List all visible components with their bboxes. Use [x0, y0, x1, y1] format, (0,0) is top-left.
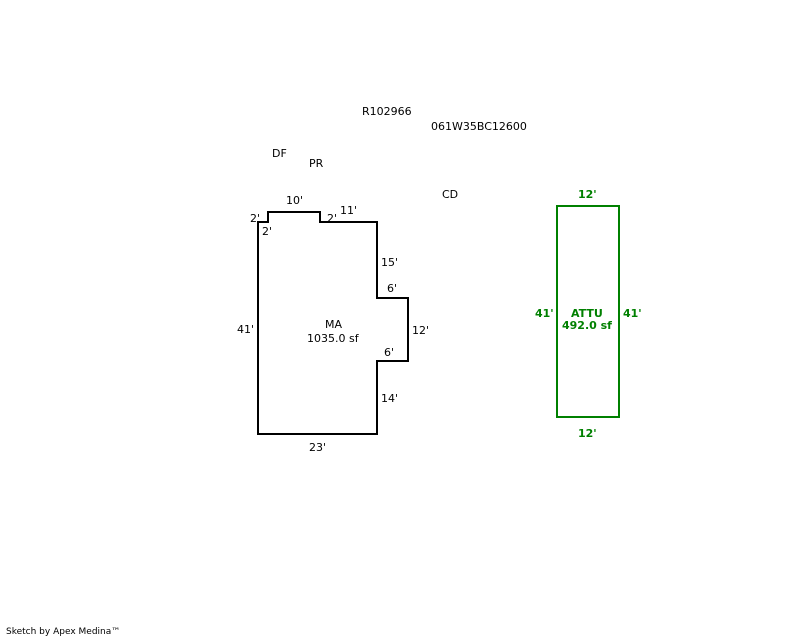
parcel-id: R102966: [362, 105, 412, 118]
label-cd: CD: [442, 188, 458, 201]
main-area-outline[interactable]: [257, 211, 409, 435]
footer-credit: Sketch by Apex Medina™: [6, 627, 121, 637]
main-area-name: MA: [325, 318, 342, 331]
dim-step-left: 2': [250, 212, 260, 225]
attu-outline[interactable]: [556, 205, 620, 418]
map-number: 061W35BC12600: [431, 120, 527, 133]
dim-bump-side: 12': [412, 324, 429, 337]
dim-step-left-inner: 2': [262, 225, 272, 238]
dim-bump-bottom: 6': [384, 346, 394, 359]
main-area-size: 1035.0 sf: [307, 332, 360, 345]
dim-top-right: 11': [340, 204, 357, 217]
attu-dim-bottom: 12': [578, 427, 597, 440]
label-df: DF: [272, 147, 287, 160]
dim-step-right: 2': [327, 212, 337, 225]
dim-bottom: 23': [309, 441, 326, 454]
dim-right-upper: 15': [381, 256, 398, 269]
attu-dim-right: 41': [623, 307, 642, 320]
attu-size: 492.0 sf: [562, 319, 612, 332]
dim-left: 41': [237, 323, 254, 336]
label-pr: PR: [309, 157, 324, 170]
attu-dim-left: 41': [535, 307, 554, 320]
attu-name: ATTU: [571, 307, 603, 320]
dim-bump-top: 6': [387, 282, 397, 295]
dim-right-lower: 14': [381, 392, 398, 405]
dim-top: 10': [286, 194, 303, 207]
attu-dim-top: 12': [578, 188, 597, 201]
